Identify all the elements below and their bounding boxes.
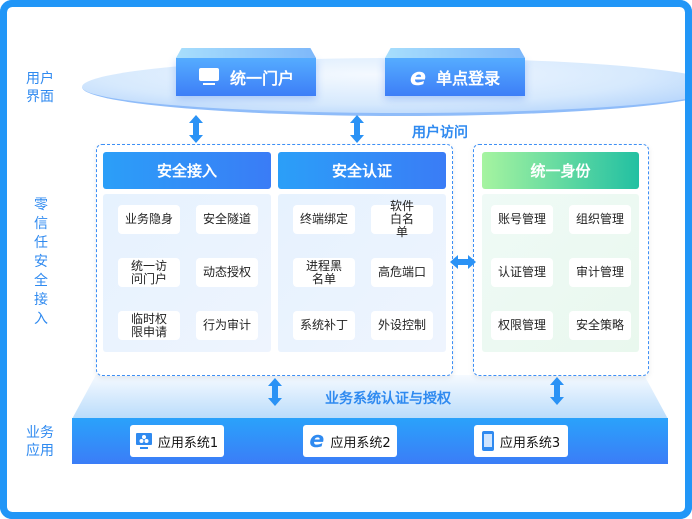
module-item: 终端绑定 [293, 205, 355, 234]
app-system-2[interactable]: e 应用系统2 [303, 425, 397, 457]
app-system-1[interactable]: 应用系统1 [130, 425, 224, 457]
app-label: 应用系统2 [330, 435, 391, 451]
portal-label: 单点登录 [436, 69, 501, 88]
module-item: 外设控制 [371, 311, 433, 340]
module-header-secure-auth: 安全认证 [278, 152, 446, 189]
double-arrow-vertical-icon [268, 378, 282, 406]
app-label: 应用系统3 [499, 435, 561, 451]
module-item: 高危端口 [371, 258, 433, 287]
portal-unified-button[interactable]: 统一门户 [176, 58, 316, 96]
module-item: 动态授权 [196, 258, 258, 287]
module-item: 认证管理 [491, 258, 553, 287]
module-item: 系统补丁 [293, 311, 355, 340]
app-system-3[interactable]: 应用系统3 [474, 425, 568, 457]
module-item: 业务隐身 [118, 205, 180, 234]
module-item: 进程黑名单 [293, 258, 355, 287]
mobile-app-icon [481, 431, 494, 451]
module-item: 临时权限申请 [118, 311, 180, 340]
module-item: 安全隧道 [196, 205, 258, 234]
module-item: 组织管理 [569, 205, 631, 234]
module-item: 行为审计 [196, 311, 258, 340]
portal-sso[interactable]: e 单点登录 [385, 48, 525, 96]
portal-top-face [385, 48, 525, 58]
ie-browser-icon: e [309, 428, 325, 453]
module-panel-secure-access: 业务隐身 安全隧道 统一访问门户 动态授权 临时权限申请 行为审计 [103, 194, 271, 352]
layer-label-user-ui: 用户界面 [26, 71, 54, 105]
user-access-label: 用户访问 [412, 125, 468, 141]
auth-layer-platform [72, 375, 668, 419]
double-arrow-vertical-icon [189, 115, 203, 143]
module-item: 权限管理 [491, 311, 553, 340]
app-label: 应用系统1 [157, 435, 219, 451]
module-header-unified-identity: 统一身份 [482, 152, 639, 189]
double-arrow-horizontal-icon [450, 255, 476, 269]
portal-label: 统一门户 [229, 69, 294, 88]
desktop-app-icon [135, 433, 152, 449]
auth-label: 业务系统认证与授权 [325, 391, 451, 407]
module-item: 审计管理 [569, 258, 631, 287]
module-item: 账号管理 [491, 205, 553, 234]
module-item: 安全策略 [569, 311, 631, 340]
module-header-secure-access: 安全接入 [103, 152, 271, 189]
double-arrow-vertical-icon [350, 115, 364, 143]
layer-label-business-apps: 业务应用 [26, 425, 54, 459]
module-item: 统一访问门户 [118, 258, 180, 287]
portal-sso-button[interactable]: e 单点登录 [385, 58, 525, 96]
module-panel-secure-auth: 终端绑定 软件白名单 进程黑名单 高危端口 系统补丁 外设控制 [278, 194, 446, 352]
ie-browser-icon: e [409, 63, 427, 91]
portal-top-face [176, 48, 316, 58]
module-panel-unified-identity: 账号管理 组织管理 认证管理 审计管理 权限管理 安全策略 [482, 194, 639, 352]
double-arrow-vertical-icon [550, 377, 564, 405]
module-item: 软件白名单 [371, 200, 433, 239]
portal-unified[interactable]: 统一门户 [176, 48, 316, 96]
layer-label-zero-trust: 零信任安全接入 [34, 197, 48, 327]
monitor-icon [198, 68, 219, 85]
